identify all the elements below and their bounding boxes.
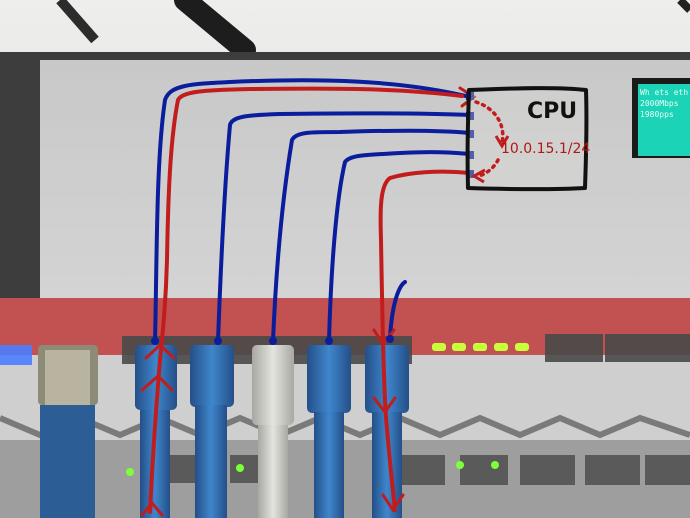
arrow-down-3 xyxy=(381,493,405,513)
cpu-label: CPU xyxy=(527,99,577,124)
arrow-up-1 xyxy=(140,373,174,392)
lcd-line-2: 2000Mbps xyxy=(640,99,679,108)
blue-wires xyxy=(153,78,472,343)
arrow-down-2 xyxy=(372,396,397,415)
blue-wire-port4 xyxy=(327,150,472,343)
router-port-dots xyxy=(151,335,394,345)
ethernet-cables xyxy=(38,345,409,518)
blue-wire-port5 xyxy=(388,280,407,341)
lcd-text: Wh ets eth 2000Mbps 1980pps xyxy=(640,88,688,119)
arrow-up-3 xyxy=(140,500,164,517)
blue-wire-port2 xyxy=(216,111,472,343)
lcd-line-1: Wh ets eth xyxy=(640,88,688,97)
status-leds xyxy=(432,343,529,351)
lcd-screen xyxy=(638,84,690,156)
arrow-down-1 xyxy=(372,328,396,347)
arrow-up-2 xyxy=(144,342,176,360)
red-wires xyxy=(148,86,472,514)
blue-wire-port1 xyxy=(153,78,472,343)
blue-wire-port3 xyxy=(271,128,472,343)
ip-address: 10.0.15.1/24 xyxy=(501,141,590,157)
lcd-line-3: 1980pps xyxy=(640,110,674,119)
red-wire-in xyxy=(148,86,464,514)
red-arrows xyxy=(140,86,477,517)
cpu-box: CPU 10.0.15.1/24 xyxy=(465,86,590,192)
red-wire-out xyxy=(378,169,472,512)
internal-route xyxy=(474,100,505,178)
